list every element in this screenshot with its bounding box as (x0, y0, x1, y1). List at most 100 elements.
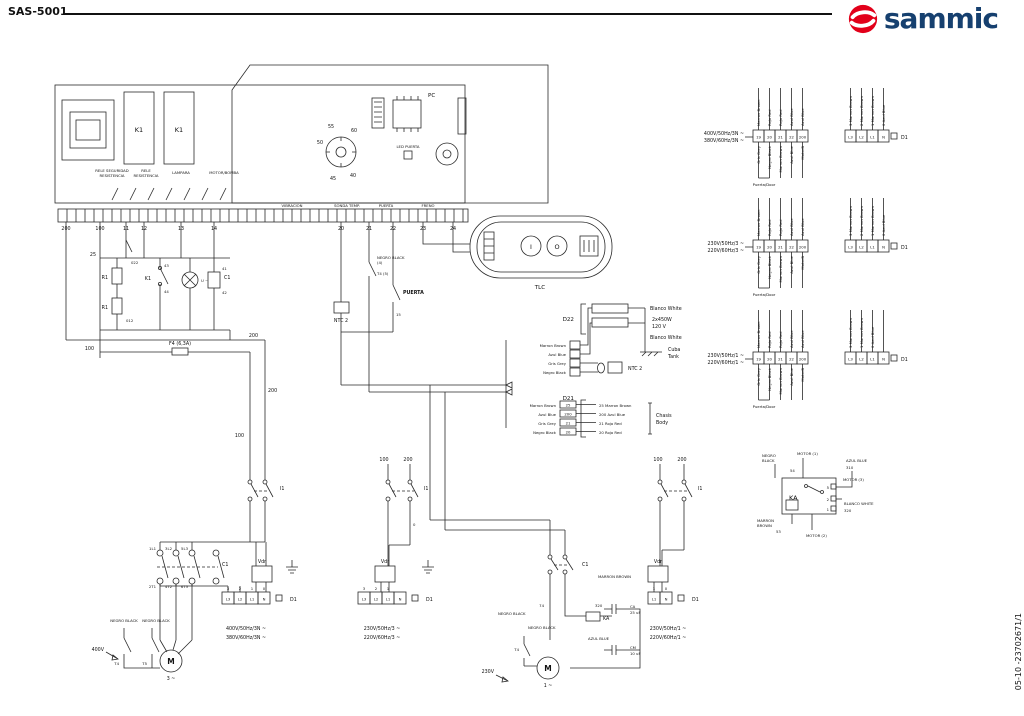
wire-label: 0 Azul Blue (881, 214, 886, 236)
phase-cell: N (882, 135, 885, 140)
terminal-cell: 19 (756, 357, 761, 362)
pole-label: 4T2 (165, 584, 173, 589)
row-label: Negro Black (533, 430, 557, 435)
negro-black-num: (4) (377, 260, 383, 265)
row-number: 25 (566, 403, 571, 408)
strip-cell: L3 (226, 597, 231, 602)
wire-label: Gris Grey (756, 145, 761, 163)
wire-100-label: 100 (653, 457, 662, 463)
puerta-door-label: Puerta/Door (753, 404, 776, 409)
interconnects (429, 385, 566, 555)
terminal-strip: VIBRACION SONDA TEMP. PUERTA FRENO (57, 203, 469, 223)
buses (100, 257, 231, 340)
wire-label: 0 Azul Blue (881, 104, 886, 126)
header-rule (64, 13, 832, 15)
wire-label: Rojo Red (778, 109, 783, 126)
ka-coil-label: KA (603, 616, 610, 622)
puerta-door-label: Puerta/Door (753, 292, 776, 297)
wire-label: Rojo Red (767, 109, 772, 126)
sammic-logo-icon (848, 4, 878, 33)
node-012: 012 (126, 318, 134, 323)
strip-cell: L1 (652, 597, 657, 602)
blanco-white-label: BLANCO WHITE (844, 501, 874, 506)
motor2-label: MOTOR (2) (806, 533, 827, 538)
wire-label: Gris Grey (756, 255, 761, 273)
wire-label: 3 Marron Brown (848, 317, 853, 348)
wire-200-label: 200 (677, 457, 686, 463)
marron-brown-label: MARRON BROWN (598, 574, 631, 579)
feeder-wires (249, 340, 266, 470)
lamp-u-label: U ~ (201, 278, 208, 283)
wire-label: Azul Blue (789, 330, 794, 348)
t4-switch (523, 636, 537, 667)
wire-100-label: 100 (235, 433, 244, 439)
group-sonda-label: SONDA TEMP. (334, 203, 360, 208)
row-label: Gris Grey (538, 421, 556, 426)
wire-label: Rojo Red (778, 331, 783, 348)
azul-blue-label: AZUL BLUE (588, 636, 610, 641)
d1-label: D1 (901, 357, 908, 363)
tank-label: Tank (667, 354, 679, 360)
volts-label: 120 V (652, 324, 667, 330)
d1-label: D1 (901, 245, 908, 251)
pole-label: 2T1 (149, 584, 157, 589)
lampara-caption: LAMPARA (172, 170, 190, 175)
drop-wires (65, 222, 215, 358)
chasis-label: Chasis (656, 413, 672, 419)
volt-arrow-label: 230V (482, 669, 495, 675)
sammic-logo: sammic (847, 2, 999, 35)
node-44: 44 (164, 289, 169, 294)
node-54: 54 (790, 468, 795, 473)
motor3-label: MOTOR (3) (843, 477, 864, 482)
connector-block-230v3: Marron Brown Rojo Red Rojo Red Azul Blue… (708, 198, 908, 297)
fuse-label: F4 (6,3A) (169, 341, 191, 347)
pc-label: PC (428, 93, 435, 99)
voltage-label: 220V/60Hz/3 ~ (708, 248, 745, 254)
phase-cell: L3 (848, 135, 853, 140)
motor-circuit-230v3: 100 200 I1 0 Vdr 3 2 1 L3 L2 L1 N D1 230… (357, 457, 434, 641)
pin-number: 1 (387, 586, 390, 591)
wire-200-label: 200 (403, 457, 412, 463)
terminal-cell: 21 (778, 357, 783, 362)
phase-cell: L2 (859, 357, 864, 362)
motor-phase: 1 ~ (544, 683, 553, 689)
pin-number: 0 (263, 586, 266, 591)
voltage-label: 220V/60Hz/3 ~ (364, 635, 401, 641)
wire-label: Marron Brown (778, 367, 783, 394)
d22-label: D22 (563, 317, 574, 323)
wire-label: Azul Blue (789, 108, 794, 126)
wire-label: Marron Brown (756, 321, 761, 348)
node-25: 25 (90, 252, 96, 258)
group-puerta-label: PUERTA (379, 203, 394, 208)
node-320: 320 (595, 603, 603, 608)
t4-num: (5) (383, 271, 389, 276)
dial-45: 45 (330, 176, 336, 182)
wire-label: 3 Marron Brown (848, 95, 853, 126)
node-74: 74 (539, 603, 544, 608)
row-label: Marron Brown (530, 403, 557, 408)
rail-100-label: 100 (85, 346, 94, 352)
motor-circuit-400v: I1 1L1 3L2 5L3 2T1 4T2 6T3 C1 Vdr 3 2 1 … (92, 470, 298, 682)
wire-label: Azul Blue (789, 367, 794, 385)
phase-cell: L1 (870, 135, 875, 140)
wire-label: Azul Blue (789, 218, 794, 236)
wire-label: Gris Grey (548, 361, 566, 366)
wire-label: Marron Brown (756, 209, 761, 236)
puerta-switch-label: PUERTA (403, 290, 424, 296)
dial-50: 50 (317, 140, 323, 146)
tlc-on-button: I (530, 243, 532, 251)
capacitor-ca (604, 604, 626, 614)
phase-cell: L1 (870, 245, 875, 250)
relay2-caption: RELE (141, 168, 151, 173)
switch (125, 239, 133, 253)
wire-label: MotorB (800, 256, 805, 270)
terminal-cell: 22 (789, 357, 794, 362)
wire-label: 2 Marron Brown (859, 95, 864, 126)
strip-cell: N (665, 597, 668, 602)
contact-i1-label: I1 (280, 486, 284, 492)
voltage-label: 400V/50Hz/3N ~ (226, 626, 266, 632)
ca-value: 25 uF (630, 610, 641, 615)
dial-40: 40 (350, 173, 356, 179)
rail-200-label: 200 (249, 333, 258, 339)
